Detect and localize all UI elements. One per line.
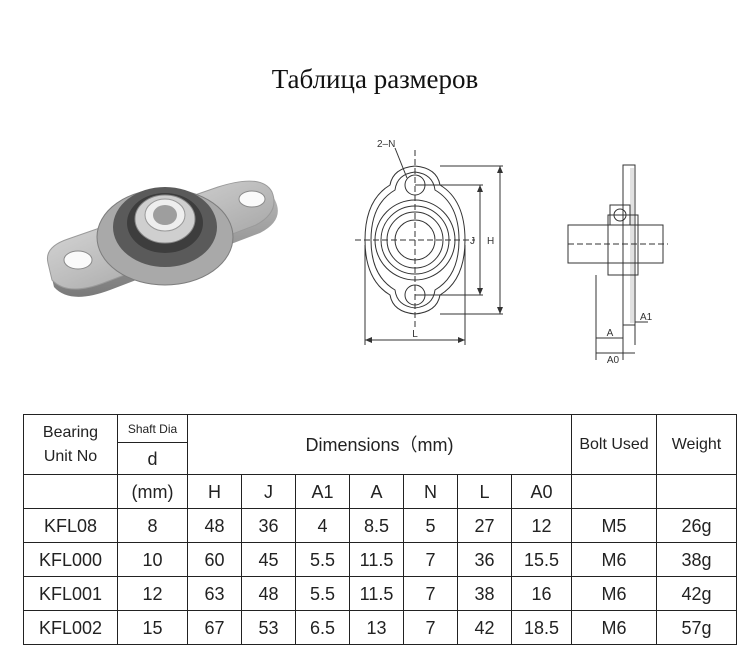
cell-n: 7	[403, 610, 458, 645]
label-h: H	[487, 236, 494, 247]
bearing-unit-no-line1: Bearing	[42, 423, 99, 441]
cell-h: 60	[187, 542, 242, 577]
cell-n: 5	[403, 508, 458, 543]
mm-header: (mm)	[117, 474, 188, 509]
cell-j: 45	[241, 542, 296, 577]
bearing-unit-no-line2: Unit No	[43, 447, 98, 465]
cell-a0: 12	[511, 508, 572, 543]
label-a1: A1	[640, 312, 653, 323]
cell-a0: 18.5	[511, 610, 572, 645]
col-a0-header: A0	[511, 474, 572, 509]
cell-h: 63	[187, 576, 242, 611]
bolt-subheader-empty	[571, 474, 657, 509]
shaft-dia-header: Shaft Dia	[117, 414, 188, 443]
cell-unit: KFL000	[23, 542, 118, 577]
bearing-photo	[46, 180, 278, 297]
cell-bolt: M6	[571, 576, 657, 611]
cell-unit: KFL002	[23, 610, 118, 645]
cell-a1: 5.5	[295, 576, 350, 611]
unit-subheader-empty	[23, 474, 118, 509]
weight-header: Weight	[656, 414, 737, 475]
col-l-header: L	[457, 474, 512, 509]
cell-bolt: M6	[571, 542, 657, 577]
col-n-header: N	[403, 474, 458, 509]
cell-weight: 26g	[656, 508, 737, 543]
cell-l: 42	[457, 610, 512, 645]
bolt-used-header: Bolt Used	[571, 414, 657, 475]
cell-a: 11.5	[349, 576, 404, 611]
label-l: L	[412, 329, 418, 340]
col-a-header: A	[349, 474, 404, 509]
cell-d: 8	[117, 508, 188, 543]
cell-n: 7	[403, 576, 458, 611]
cell-n: 7	[403, 542, 458, 577]
front-view-drawing: 2–N J H L	[355, 139, 503, 345]
col-h-header: H	[187, 474, 242, 509]
cell-j: 36	[241, 508, 296, 543]
cell-weight: 38g	[656, 542, 737, 577]
cell-l: 38	[457, 576, 512, 611]
table-row: KFL002 15 67 53 6.5 13 7 42 18.5 M6 57g	[23, 610, 737, 645]
label-j: J	[470, 236, 475, 247]
label-2n: 2–N	[377, 139, 395, 150]
col-j-header: J	[241, 474, 296, 509]
cell-bolt: M5	[571, 508, 657, 543]
dimensions-table: Bearing Unit No Shaft Dia Dimensions（mm)…	[23, 414, 737, 645]
cell-bolt: M6	[571, 610, 657, 645]
cell-a0: 15.5	[511, 542, 572, 577]
d-header: d	[117, 442, 188, 475]
bearing-unit-no-header: Bearing Unit No	[23, 414, 118, 475]
table-row: KFL000 10 60 45 5.5 11.5 7 36 15.5 M6 38…	[23, 542, 737, 577]
cell-h: 48	[187, 508, 242, 543]
cell-j: 48	[241, 576, 296, 611]
label-a: A	[607, 328, 614, 339]
cell-d: 15	[117, 610, 188, 645]
cell-a0: 16	[511, 576, 572, 611]
cell-a: 8.5	[349, 508, 404, 543]
cell-d: 12	[117, 576, 188, 611]
col-a1-header: A1	[295, 474, 350, 509]
cell-j: 53	[241, 610, 296, 645]
cell-h: 67	[187, 610, 242, 645]
cell-weight: 57g	[656, 610, 737, 645]
page-title: Таблица размеров	[271, 64, 479, 94]
cell-a1: 5.5	[295, 542, 350, 577]
cell-a1: 4	[295, 508, 350, 543]
label-a0: A0	[607, 355, 620, 366]
cell-l: 36	[457, 542, 512, 577]
table-row: KFL08 8 48 36 4 8.5 5 27 12 M5 26g	[23, 508, 737, 543]
cell-a1: 6.5	[295, 610, 350, 645]
cell-l: 27	[457, 508, 512, 543]
cell-a: 11.5	[349, 542, 404, 577]
cell-unit: KFL08	[23, 508, 118, 543]
dimensions-header: Dimensions（mm)	[187, 414, 572, 475]
cell-unit: KFL001	[23, 576, 118, 611]
table-row: KFL001 12 63 48 5.5 11.5 7 38 16 M6 42g	[23, 576, 737, 611]
cell-d: 10	[117, 542, 188, 577]
cell-a: 13	[349, 610, 404, 645]
cell-weight: 42g	[656, 576, 737, 611]
side-view-drawing: A1 A A0	[567, 164, 668, 366]
weight-subheader-empty	[656, 474, 737, 509]
